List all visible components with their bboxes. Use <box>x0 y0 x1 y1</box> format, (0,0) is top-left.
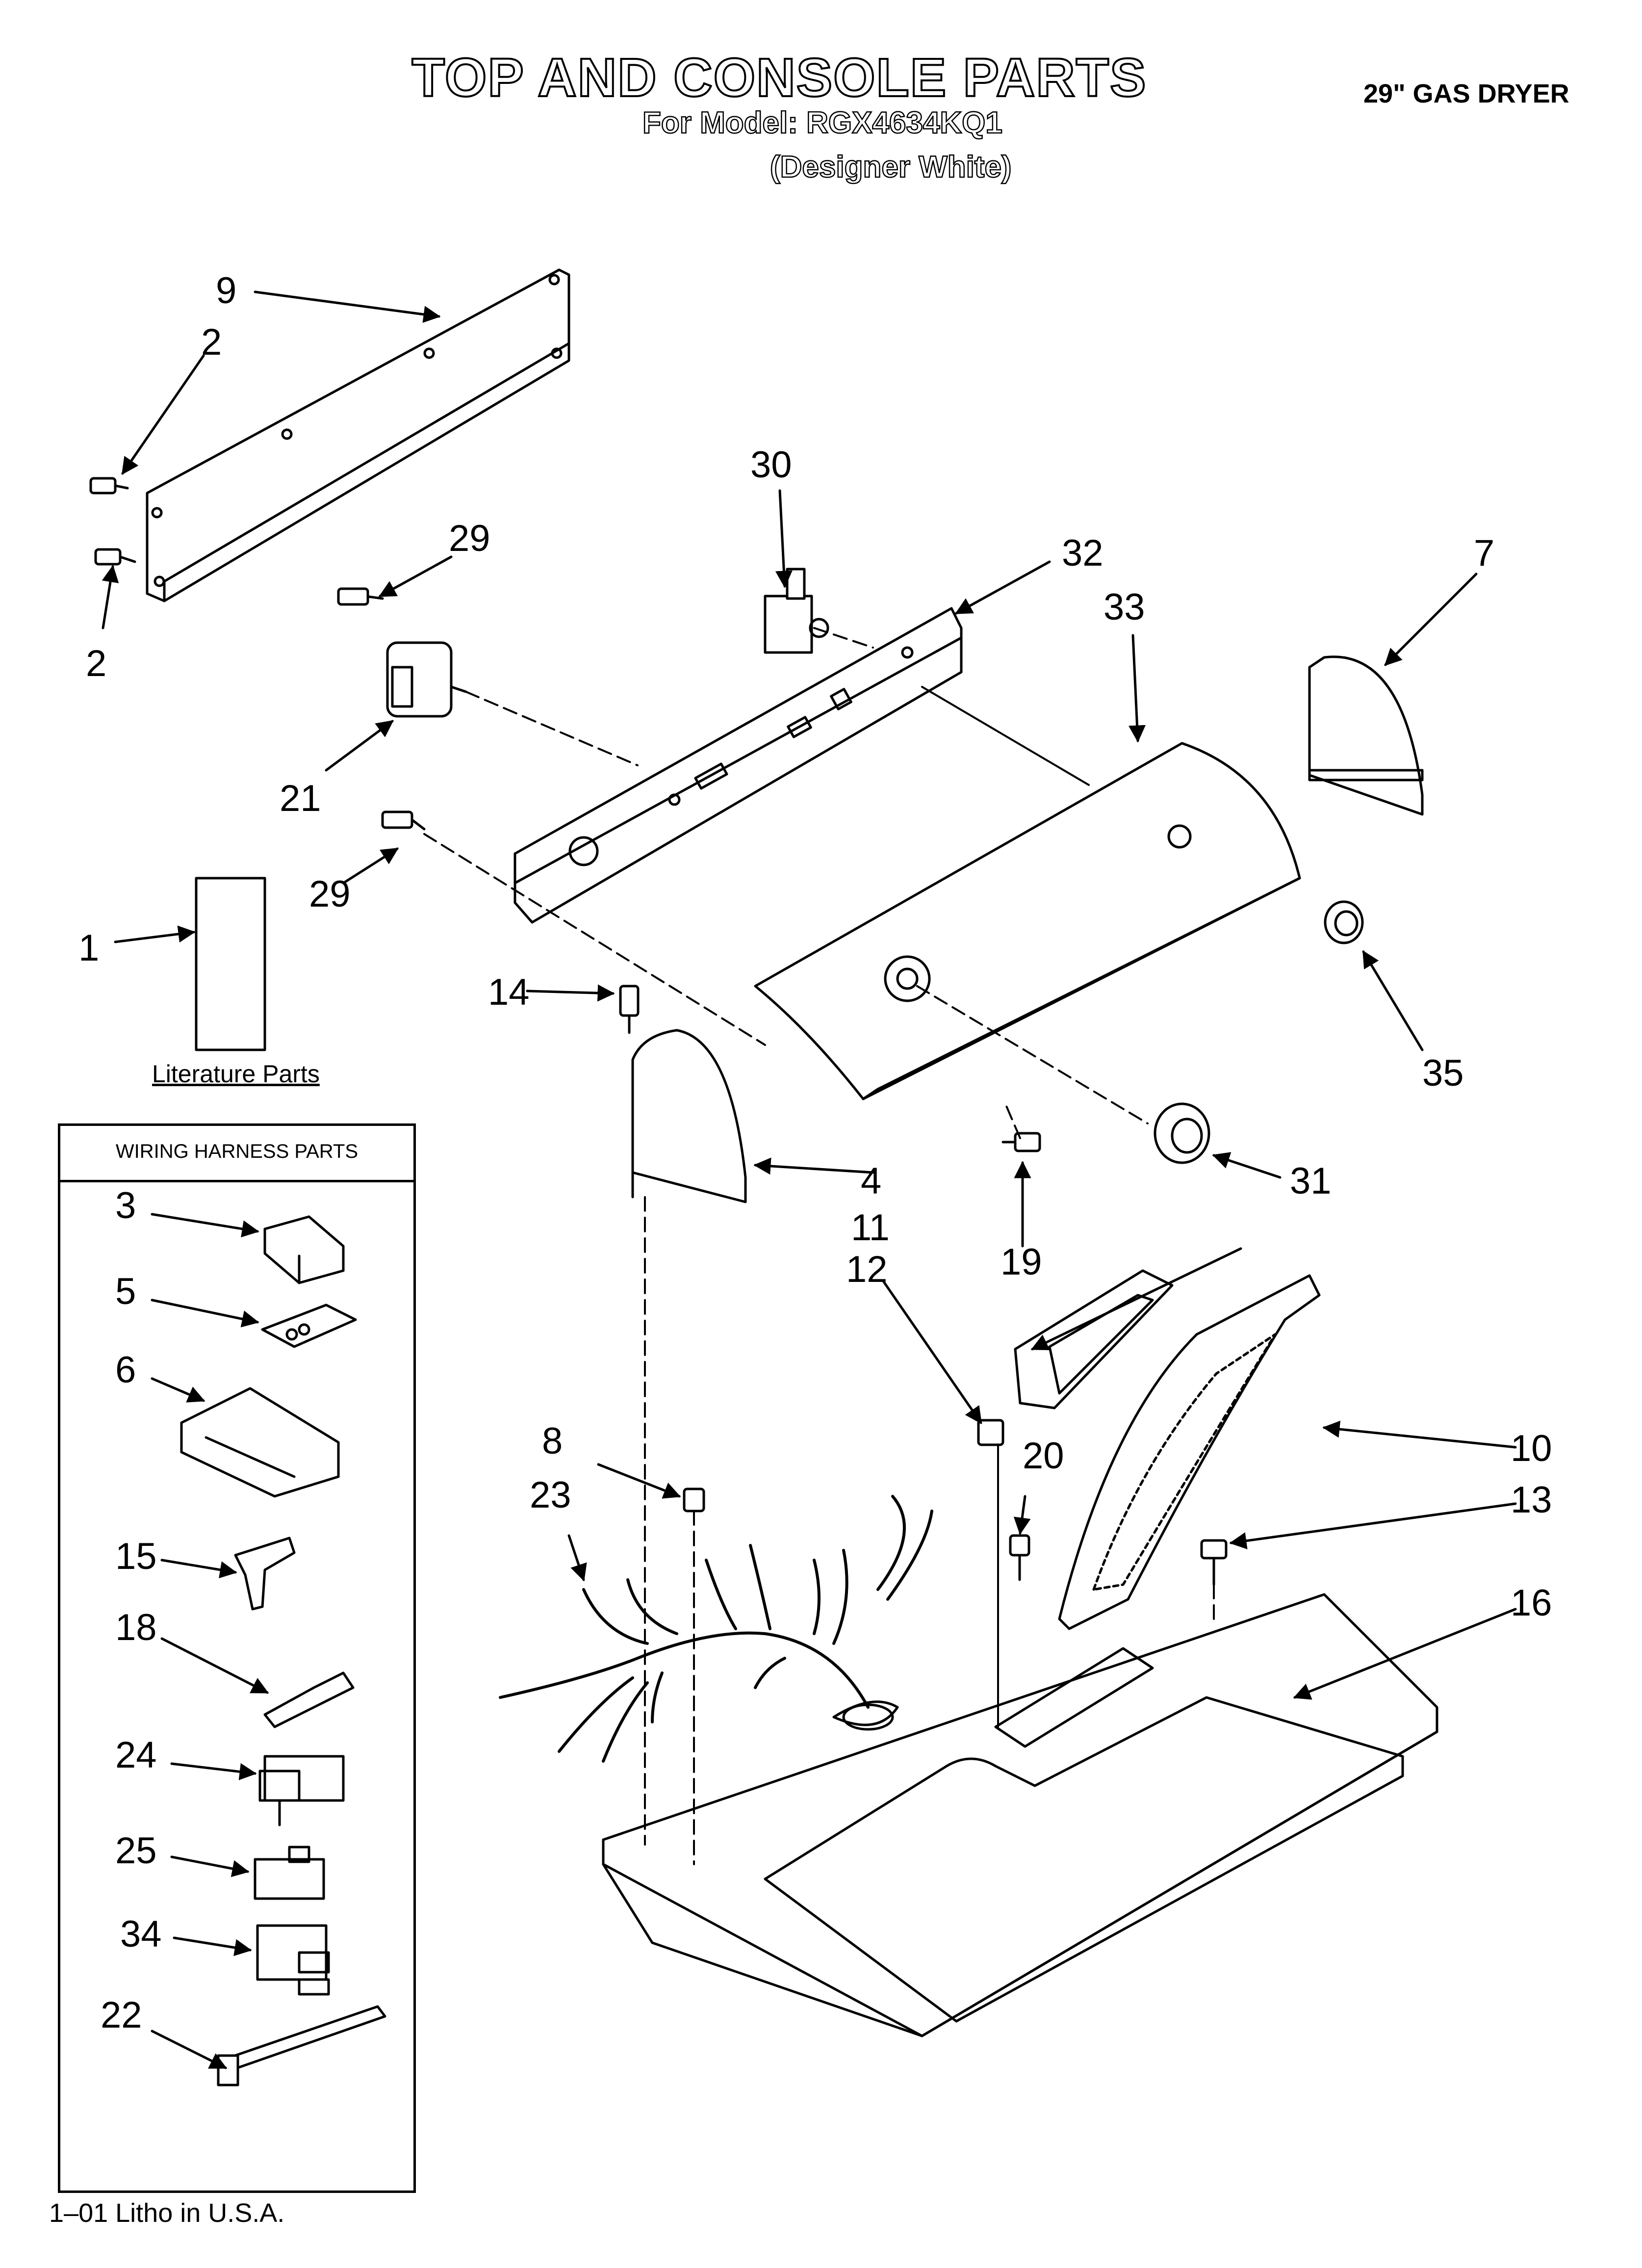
wiring-harness-heading: WIRING HARNESS PARTS <box>58 1123 416 1182</box>
callout-15: 15 <box>115 1536 157 1577</box>
callout-35: 35 <box>1422 1052 1464 1094</box>
screw-part-20 <box>1009 1534 1030 1581</box>
callout-29-bottom: 29 <box>309 873 351 915</box>
callout-12: 12 <box>846 1249 888 1290</box>
callout-arrows <box>102 290 1517 1700</box>
literature-parts-label: Literature Parts <box>152 1060 320 1088</box>
product-type: 29" GAS DRYER <box>1363 79 1569 108</box>
callout-13: 13 <box>1511 1479 1552 1521</box>
wiring-harness-part-23 <box>499 1495 933 1763</box>
knob-part-31 <box>1154 1102 1210 1164</box>
callout-10: 10 <box>1511 1428 1552 1469</box>
wiring-box-parts <box>180 1215 386 2086</box>
callout-8: 8 <box>542 1420 563 1462</box>
screw-part-29a <box>337 587 384 606</box>
callout-6: 6 <box>115 1349 136 1391</box>
terminal-part-18 <box>263 1671 355 1728</box>
callout-21: 21 <box>280 778 321 819</box>
screw-part-2a <box>89 477 129 495</box>
cable-tie-part-22 <box>217 2005 386 2086</box>
screw-part-14 <box>619 985 640 1034</box>
end-cap-part-4 <box>631 1029 747 1203</box>
clip-part-8 <box>683 1487 705 1512</box>
screw-part-13 <box>1200 1539 1228 1586</box>
screw-part-29b <box>381 810 426 831</box>
clip-part-15 <box>234 1537 296 1611</box>
knob-part-35 <box>1324 900 1364 944</box>
screw-part-19 <box>1001 1132 1041 1152</box>
callout-33: 33 <box>1103 586 1145 628</box>
callout-3: 3 <box>115 1185 136 1226</box>
clip-part-12 <box>977 1419 1004 1446</box>
litho-footer: 1–01 Litho in U.S.A. <box>49 2198 285 2228</box>
callout-7: 7 <box>1474 532 1495 574</box>
screw-part-2b <box>94 548 136 566</box>
connector-part-34 <box>256 1924 330 1996</box>
page-title: TOP AND CONSOLE PARTS <box>411 47 1147 109</box>
control-panel-part-32 <box>513 607 963 924</box>
lint-housing-part-11 <box>1014 1269 1174 1409</box>
callout-31: 31 <box>1290 1160 1332 1202</box>
connector-part-5 <box>261 1303 357 1348</box>
callout-18: 18 <box>115 1607 157 1648</box>
callout-4: 4 <box>861 1160 882 1202</box>
callout-9: 9 <box>216 270 237 312</box>
end-cap-part-7 <box>1308 655 1424 816</box>
switch-part-21 <box>386 641 467 718</box>
callout-34: 34 <box>120 1913 162 1955</box>
callout-14: 14 <box>488 971 530 1013</box>
callout-23: 23 <box>530 1474 571 1516</box>
callout-30: 30 <box>750 444 792 486</box>
color-line: (Designer White) <box>770 150 1012 185</box>
callout-1: 1 <box>78 927 100 969</box>
callout-24: 24 <box>115 1734 157 1776</box>
wiring-harness-box <box>58 1123 416 2193</box>
callout-2-top: 2 <box>201 321 222 363</box>
box-callout-arrows <box>151 1213 269 2069</box>
callout-22: 22 <box>101 1994 142 2036</box>
top-panel-part-16 <box>602 1593 1438 2037</box>
connector-part-25 <box>254 1846 325 1900</box>
literature-part-1 <box>195 877 266 1051</box>
model-line: For Model: RGX4634KQ1 <box>642 105 1003 141</box>
connector-part-24 <box>258 1755 345 1826</box>
callout-11: 11 <box>851 1207 890 1249</box>
callout-5: 5 <box>115 1271 136 1312</box>
callout-19: 19 <box>1001 1241 1042 1283</box>
callout-2-bottom: 2 <box>86 643 107 684</box>
rear-panel-part-9 <box>146 268 570 602</box>
lint-screen-part-10 <box>1058 1274 1321 1630</box>
callout-25: 25 <box>115 1830 157 1872</box>
connector-part-3 <box>263 1215 345 1284</box>
callout-32: 32 <box>1062 532 1103 574</box>
console-alignment-line <box>921 686 1090 786</box>
assembly-lines <box>423 627 1215 1865</box>
callout-29-top: 29 <box>449 518 490 559</box>
connector-part-6 <box>180 1387 340 1498</box>
console-part-33 <box>754 742 1301 1100</box>
callout-16: 16 <box>1511 1582 1552 1624</box>
callout-20: 20 <box>1023 1435 1064 1477</box>
switch-part-30 <box>764 568 829 654</box>
